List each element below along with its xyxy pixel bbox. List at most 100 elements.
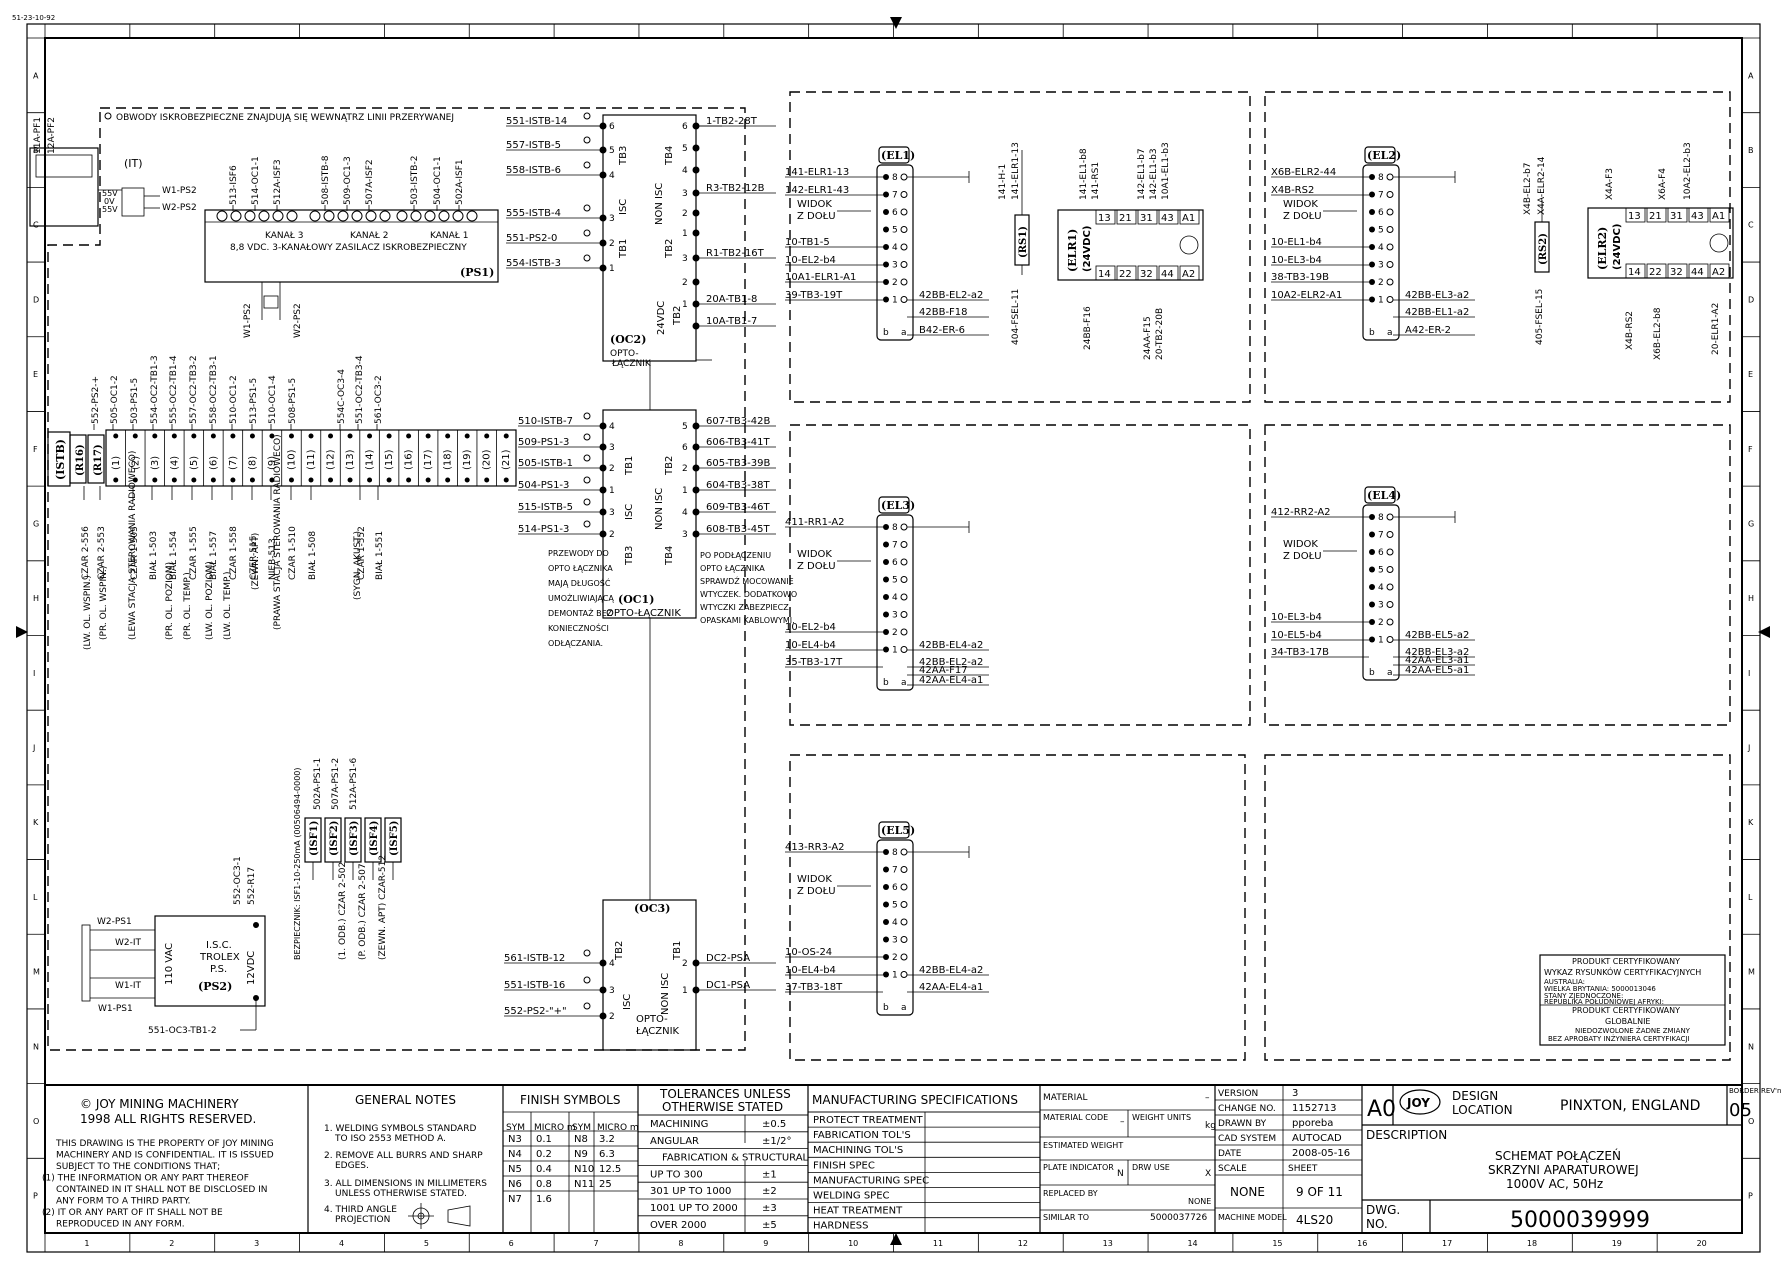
ps1-terminal	[452, 210, 464, 222]
ps1-top-label: 509-OC1-3	[343, 156, 353, 205]
zone-number-bottom: 4	[339, 1239, 344, 1248]
el-view-label-2: Z DOŁU	[1283, 211, 1322, 222]
finish-symbols-title: FINISH SYMBOLS	[520, 1093, 620, 1107]
oc-pin-number: 1	[682, 986, 688, 996]
el-pin-a	[1386, 548, 1394, 556]
frame-el5	[789, 754, 1246, 1061]
tol-label: ANGULAR	[650, 1136, 699, 1147]
r17-tag: (R17)	[93, 444, 104, 476]
ps1-terminal	[365, 210, 377, 222]
elr-label: 24AA-F15	[1143, 316, 1153, 360]
ps1-terminal	[258, 210, 270, 222]
el-pin-a	[900, 541, 908, 548]
zone-letter-left: D	[33, 295, 39, 304]
el-pin-b	[1369, 261, 1375, 268]
oc-pin-number: 2	[682, 209, 688, 219]
istb-pin-top	[230, 433, 236, 439]
el-pin-b	[1369, 244, 1375, 250]
isf-top-label: 502A-PS1-1	[313, 758, 323, 810]
isf-fuse-block: (ISF1)(ISF2)(ISF3)(ISF4)(ISF5) 502A-PS1-…	[293, 758, 402, 960]
istb-bottom-label: CZAR 2-556	[81, 526, 91, 580]
oc3-sub-opto: OPTO-	[636, 1014, 668, 1025]
istb-pin-top	[191, 433, 197, 439]
finish-cell: N3	[508, 1134, 522, 1145]
el-pin-a	[900, 208, 908, 216]
cert-line: WYKAZ RYSUNKÓW CERTYFIKACYJNYCH	[1544, 966, 1701, 977]
cert-line: WIELKA BRYTANIA: 5000013046	[1544, 985, 1656, 993]
istb-cell-number: (16)	[404, 449, 415, 470]
istb-top-label: 505-OC1-2	[110, 375, 120, 424]
version-field-value: 3	[1292, 1088, 1298, 1099]
zone-letter-left: H	[33, 594, 39, 603]
el-pin-b	[1369, 549, 1375, 555]
el-pin-b	[883, 971, 889, 978]
el-right-label: 42BB-EL3-a2	[1405, 290, 1469, 301]
general-note-line: 3. ALL DIMENSIONS IN MILLIMETERS	[324, 1179, 487, 1189]
ps1-top-label: 508-ISTB-8	[321, 155, 331, 205]
el-pin-a	[1386, 618, 1394, 626]
oc1-note-right-line: OPASKAMI KABLOWYMI.	[700, 616, 795, 625]
finish-head: SYM	[506, 1123, 525, 1133]
istb-bottom-label: BIAŁ 1-508	[308, 531, 318, 580]
istb-bottom-label: BIAŁ 1-551	[375, 531, 385, 580]
istb-top-label: 551-OC2-TB3-4	[355, 355, 365, 424]
zone-number-bottom: 9	[763, 1239, 768, 1248]
oc-left-marker	[583, 229, 591, 237]
el-pin-b	[1369, 636, 1375, 643]
rs2-resistor: (RS2) X4B-EL2-b7 X4A-ELR2-14 405-FSEL-15	[1523, 156, 1550, 345]
el-pin-b	[883, 296, 889, 303]
finish-cell: N7	[508, 1194, 522, 1205]
el-pin-a	[1386, 636, 1394, 643]
istb-pin-bottom	[386, 477, 392, 483]
tolerances-title-1: TOLERANCES UNLESS	[659, 1087, 791, 1101]
oc-left-label: 514-PS1-3	[518, 524, 569, 535]
tol-label: 301 UP TO 1000	[650, 1186, 731, 1197]
el-pin-b	[883, 611, 889, 618]
title-block: © JOY MINING MACHINERY 1998 ALL RIGHTS R…	[42, 1084, 1781, 1234]
copyright-line-1: © JOY MINING MACHINERY	[80, 1097, 239, 1111]
scale-value: NONE	[1230, 1185, 1265, 1199]
el-pin-b	[883, 226, 889, 233]
tol-label: OVER 2000	[650, 1220, 706, 1231]
ps1-tag: (PS1)	[460, 266, 494, 279]
elr-term-bottom-num: 32	[1670, 267, 1683, 278]
finish-cell: N9	[574, 1149, 588, 1160]
istb-bottom-label: BIAŁ 1-503	[149, 531, 159, 580]
zone-letter-left: J	[32, 744, 35, 753]
oc3-block-tb2: TB2	[614, 941, 625, 961]
istb-pin-bottom	[503, 477, 509, 483]
material-code-dash: –	[1120, 1117, 1125, 1127]
finish-head: MICRO m	[534, 1123, 576, 1133]
oc-pin-right	[692, 209, 700, 217]
oc-left-label: 505-ISTB-1	[518, 458, 573, 469]
rs1-resistor: (RS1) 141-H-1 141-ELR1-13 404-FSEL-11	[998, 142, 1030, 345]
oc-left-label: 561-ISTB-12	[504, 953, 565, 964]
center-mark-bottom	[890, 1233, 902, 1245]
zone-letter-right: F	[1748, 445, 1753, 454]
oc3-opto-coupler: (OC3) OPTO- ŁĄCZNIK TB2 ISC TB1 NON ISC …	[504, 899, 776, 1051]
istb-pin-top	[445, 433, 451, 439]
oc3-sub-lacznik: ŁĄCZNIK	[635, 1026, 680, 1037]
oc-right-label: 607-TB3-42B	[706, 416, 770, 427]
ps1-top-label: 514-OC1-1	[251, 156, 261, 205]
zone-letter-left: G	[33, 519, 39, 528]
it-left-label-1: 11A-PF1	[33, 117, 43, 154]
zone-number-bottom: 18	[1527, 1239, 1537, 1248]
oc-left-marker	[583, 949, 591, 957]
istb-top-label: 503-PS1-5	[130, 378, 140, 424]
ps2-w1-it: W1-IT	[115, 981, 142, 991]
finish-cell: 25	[599, 1179, 612, 1190]
elr-term-top	[1137, 209, 1158, 225]
oc-pin-number: 4	[609, 422, 615, 432]
istb-cell-number: (13)	[345, 449, 356, 470]
el-pin-number: 1	[1378, 636, 1384, 646]
elr-term-bottom	[1688, 263, 1709, 279]
istb-cell-number: (9)	[267, 456, 278, 470]
oc-left-label: 554-ISTB-3	[506, 258, 561, 269]
oc1-note-left-line: DEMONTAŻ BEZ	[548, 608, 613, 618]
el-view-label: WIDOK	[797, 874, 832, 885]
el-side-a: a	[901, 328, 907, 338]
el-left-label: 38-TB3-19B	[1271, 272, 1329, 283]
istb-pin-bottom	[269, 477, 275, 483]
